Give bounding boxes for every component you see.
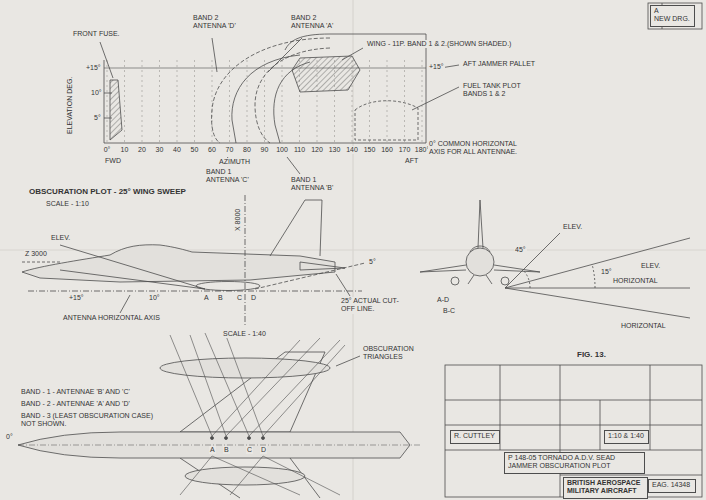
angle-label: +15° bbox=[428, 63, 445, 71]
axis-label: ANTENNA HORIZONTAL AXIS bbox=[62, 314, 161, 322]
antenna-label: BAND 1 ANTENNA 'B' bbox=[290, 176, 337, 193]
title-block-text: A bbox=[654, 7, 691, 15]
title-block-text: P 148-05 TORNADO A.D.V. SEAD JAMMER OBSC… bbox=[508, 454, 641, 471]
axis-tick-label: 0° bbox=[103, 146, 112, 154]
angle-label: 5° bbox=[368, 258, 377, 266]
angle-label: ELEV. bbox=[640, 262, 661, 270]
angle-label: ELEV. bbox=[562, 223, 583, 231]
note: BAND - 3 (LEAST OBSCURATION CASE) NOT SH… bbox=[20, 412, 162, 429]
callout-letter: C bbox=[236, 294, 243, 302]
axis-tick-label: 130 bbox=[328, 146, 342, 154]
scale-note: SCALE - 1:40 bbox=[222, 330, 267, 338]
dimension-label: X 8000 bbox=[234, 208, 242, 232]
angle-label: 10° bbox=[90, 89, 103, 97]
axis-tick-label: 40 bbox=[172, 146, 182, 154]
title-block-text: BRITISH AEROSPACE MILITARY AIRCRAFT bbox=[567, 479, 644, 496]
angle-label: ELEV. bbox=[50, 234, 71, 242]
axis-tick-label: 160 bbox=[380, 146, 394, 154]
callout-letter: B-C bbox=[442, 307, 456, 315]
callout-letter: A-D bbox=[436, 296, 450, 304]
callout-letter: C bbox=[246, 446, 253, 454]
axis-tick-label: 30 bbox=[155, 146, 165, 154]
title-block-cell: R. CUTTLEY bbox=[450, 430, 500, 444]
axis-label: HORIZONTAL bbox=[620, 322, 667, 330]
axis-tick-label: 70 bbox=[225, 146, 235, 154]
callout-letter: B bbox=[223, 446, 230, 454]
note: BAND - 1 - ANTENNAE 'B' AND 'C' bbox=[20, 388, 131, 396]
antenna-label: BAND 1 ANTENNA 'C' bbox=[205, 168, 252, 185]
scale-note: SCALE - 1:10 bbox=[45, 200, 90, 208]
axis-title: ELEVATION DEG. bbox=[66, 76, 74, 135]
axis-label: FWD bbox=[104, 157, 122, 165]
part-label: FRONT FUSE. bbox=[72, 30, 121, 38]
angle-label: +15° bbox=[68, 294, 85, 302]
axis-tick-label: 50 bbox=[190, 146, 200, 154]
callout-letter: A bbox=[203, 294, 210, 302]
angle-label: 45° bbox=[514, 246, 527, 254]
axis-tick-label: 170 bbox=[398, 146, 412, 154]
axis-tick-label: 140 bbox=[345, 146, 359, 154]
note: OBSCURATION TRIANGLES bbox=[362, 345, 424, 362]
title-block-cell: 1:10 & 1:40 bbox=[604, 430, 649, 444]
title-block-text: 1:10 & 1:40 bbox=[608, 432, 645, 440]
angle-label: 0° bbox=[5, 433, 14, 441]
title-block-cell: EAG. 14348 bbox=[648, 479, 696, 493]
figure-number: FIG. 13. bbox=[576, 350, 607, 360]
axis-tick-label: 60 bbox=[207, 146, 217, 154]
title-block-cell: P 148-05 TORNADO A.D.V. SEAD JAMMER OBSC… bbox=[504, 452, 645, 474]
view-title: OBSCURATION PLOT - 25° WING SWEEP bbox=[28, 187, 187, 197]
axis-tick-label: 80 bbox=[242, 146, 252, 154]
title-block-text: EAG. 14348 bbox=[652, 481, 692, 489]
angle-label: 5° bbox=[93, 114, 102, 122]
callout-letter: D bbox=[260, 446, 267, 454]
axis-tick-label: 20 bbox=[137, 146, 147, 154]
title-block-text: R. CUTTLEY bbox=[454, 432, 496, 440]
note: 0° COMMON HORIZONTAL AXIS FOR ALL ANTENN… bbox=[428, 140, 525, 157]
axis-title: AZIMUTH bbox=[218, 158, 251, 166]
axis-tick-label: 150 bbox=[363, 146, 377, 154]
note: 25° ACTUAL CUT-OFF LINE. bbox=[340, 297, 402, 314]
callout-letter: A bbox=[209, 446, 216, 454]
axis-tick-label: 10 bbox=[120, 146, 130, 154]
part-label: FUEL TANK PLOT BANDS 1 & 2 bbox=[462, 82, 534, 99]
angle-label: 15° bbox=[600, 268, 613, 276]
antenna-label: BAND 2 ANTENNA 'A' bbox=[290, 14, 337, 31]
axis-tick-label: 110 bbox=[293, 146, 306, 154]
axis-label: HORIZONTAL bbox=[612, 277, 659, 285]
title-block-cell: BRITISH AEROSPACE MILITARY AIRCRAFT bbox=[563, 477, 648, 499]
dimension-label: Z 3000 bbox=[24, 250, 48, 258]
part-label: WING - 11P. BAND 1 & 2.(SHOWN SHADED.) bbox=[366, 40, 512, 48]
callout-letter: B bbox=[217, 294, 224, 302]
part-label: AFT JAMMER PALLET bbox=[462, 60, 536, 68]
antenna-label: BAND 2 ANTENNA 'D' bbox=[192, 14, 239, 31]
angle-label: 10° bbox=[148, 294, 161, 302]
axis-tick-label: 100 bbox=[275, 146, 289, 154]
axis-tick-label: 90 bbox=[260, 146, 270, 154]
title-block-text: NEW DRG. bbox=[654, 15, 691, 23]
axis-label: AFT bbox=[404, 157, 419, 165]
note: BAND - 2 - ANTENNAE 'A' AND 'D' bbox=[20, 400, 131, 408]
axis-tick-label: 120 bbox=[310, 146, 324, 154]
revision-box: ANEW DRG. bbox=[650, 5, 695, 27]
angle-label: +15° bbox=[85, 64, 102, 72]
callout-letter: D bbox=[250, 294, 257, 302]
